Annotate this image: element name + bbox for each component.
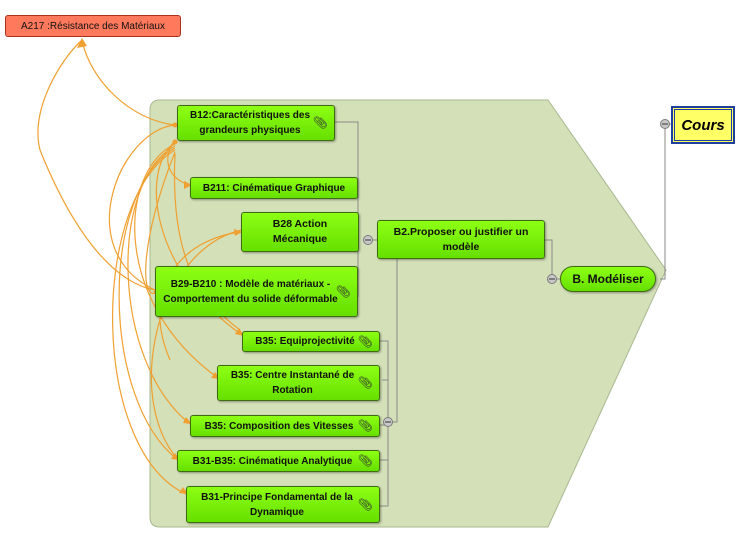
paperclip-icon[interactable]: 📎︎ <box>357 497 373 511</box>
external-map-link-label: A217 :Résistance des Matériaux <box>21 20 165 32</box>
branch-proposer-modele[interactable]: B2.Proposer ou justifier un modèle <box>377 220 545 259</box>
relationship-lines <box>37 39 243 495</box>
topic-b28-action[interactable]: B28 Action Mécanique <box>241 212 359 252</box>
branch-proposer-modele-label: B2.Proposer ou justifier un modèle <box>393 225 529 253</box>
paperclip-icon[interactable]: 📎︎ <box>357 453 373 468</box>
topic-label: B35: Centre Instantané de Rotation <box>230 370 355 396</box>
paperclip-icon[interactable]: 📎︎ <box>312 115 328 130</box>
branch-modeliser[interactable]: B. Modéliser <box>560 266 656 292</box>
topic-b35-composition[interactable]: B35: Composition des Vitesses 📎︎ <box>190 415 380 437</box>
topic-b29-materiaux[interactable]: B29-B210 : Modèle de matériaux - Comport… <box>155 266 358 317</box>
topic-label: B35: Composition des Vitesses <box>204 420 354 432</box>
paperclip-icon[interactable]: 📎︎ <box>357 334 373 348</box>
topic-b35-equiprojectivite[interactable]: B35: Equiprojectivité 📎︎ <box>242 331 380 352</box>
topic-label: B28 Action Mécanique <box>272 218 328 245</box>
external-map-link[interactable]: A217 :Résistance des Matériaux <box>5 15 181 37</box>
root-node-cours[interactable]: Cours <box>671 106 735 144</box>
topic-label: B35: Equiprojectivité <box>255 336 355 347</box>
topic-label: B211: Cinématique Graphique <box>202 182 346 194</box>
paperclip-icon[interactable]: 📎︎ <box>357 375 373 390</box>
topic-label: B31-B35: Cinématique Analytique <box>192 455 353 467</box>
collapse-markers <box>363 119 670 427</box>
topic-b12-grandeurs[interactable]: B12:Caractéristiques des grandeurs physi… <box>177 105 335 141</box>
relationship-arrowheads <box>77 38 244 494</box>
paperclip-icon[interactable]: 📎︎ <box>335 284 351 298</box>
root-node-label: Cours <box>681 116 725 134</box>
topic-label: B29-B210 : Modèle de matériaux - Comport… <box>163 278 338 305</box>
topic-b211-cinematique[interactable]: B211: Cinématique Graphique <box>190 177 358 199</box>
paperclip-icon[interactable]: 📎︎ <box>357 418 373 433</box>
branch-modeliser-label: B. Modéliser <box>572 271 644 286</box>
topic-b35-cir[interactable]: B35: Centre Instantané de Rotation 📎︎ <box>217 365 380 401</box>
topic-label: B12:Caractéristiques des grandeurs physi… <box>189 110 311 136</box>
topic-label: B31-Principe Fondamental de la Dynamique <box>201 491 353 518</box>
topic-b31-cinematique-analytique[interactable]: B31-B35: Cinématique Analytique 📎︎ <box>177 450 380 472</box>
topic-b31-pfd[interactable]: B31-Principe Fondamental de la Dynamique… <box>186 486 380 523</box>
